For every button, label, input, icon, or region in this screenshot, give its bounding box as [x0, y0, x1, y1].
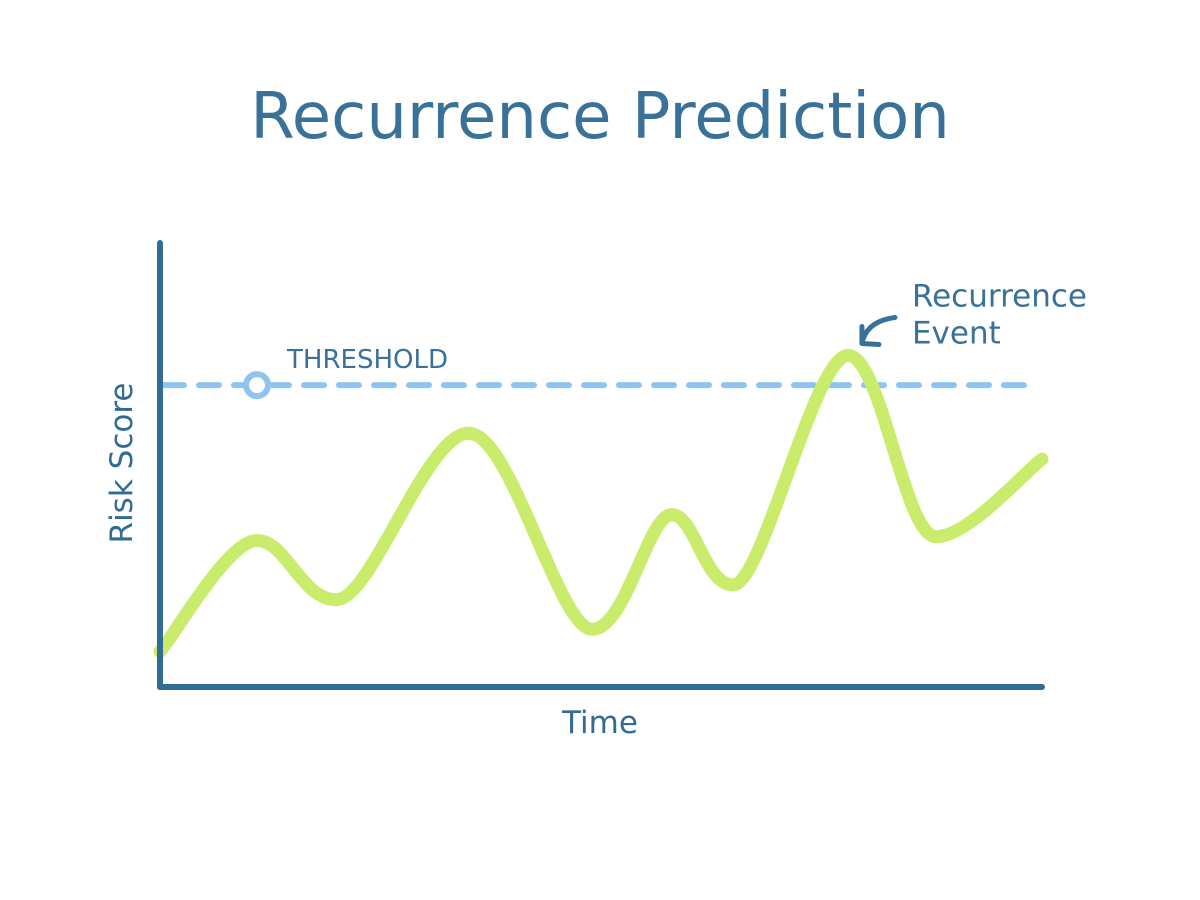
threshold-group: THRESHOLD [161, 345, 1041, 400]
threshold-marker [243, 371, 272, 400]
threshold-label: THRESHOLD [286, 345, 448, 375]
x-axis-label: Time [561, 705, 638, 741]
recurrence-event-annotation: Recurrence Event [859, 279, 1087, 352]
annotation-line-2: Event [912, 316, 1001, 352]
risk-score-curve [153, 349, 1049, 658]
arrow-icon [859, 315, 898, 347]
chart-title: Recurrence Prediction [250, 80, 950, 154]
annotation-line-1: Recurrence [912, 279, 1087, 315]
y-axis-label: Risk Score [104, 383, 140, 544]
axes [157, 240, 1045, 690]
